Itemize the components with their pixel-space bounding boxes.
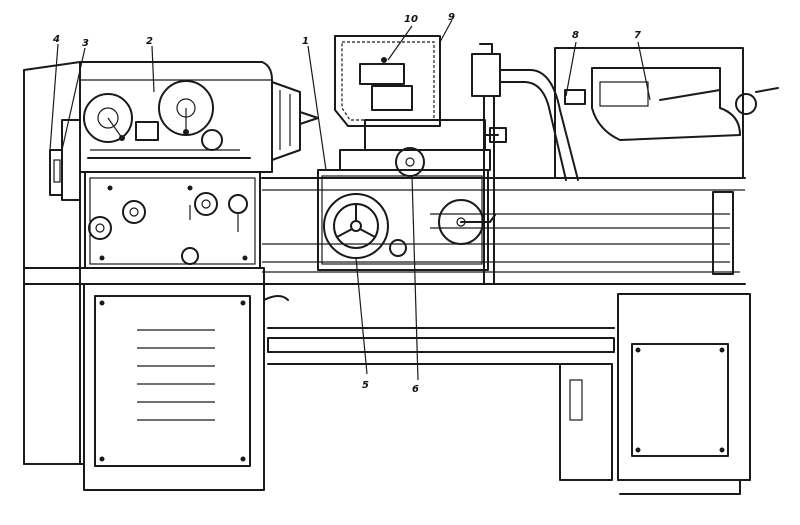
callout-3: 3 bbox=[82, 38, 89, 49]
callout-8: 8 bbox=[572, 30, 579, 41]
callout-10: 10 bbox=[404, 14, 418, 25]
tool-guard bbox=[334, 35, 441, 127]
callout-6: 6 bbox=[412, 384, 419, 395]
spindle-chuck bbox=[271, 81, 319, 161]
callout-7: 7 bbox=[634, 30, 641, 41]
callouts: 1 2 3 4 5 6 7 8 9 10 bbox=[52, 12, 641, 395]
callout-9: 9 bbox=[448, 12, 455, 23]
leader-lines bbox=[49, 19, 651, 381]
headstock bbox=[79, 61, 273, 173]
tailstock bbox=[554, 47, 779, 179]
left-cabinet bbox=[83, 283, 289, 491]
motor-left bbox=[49, 119, 81, 201]
right-cabinet bbox=[559, 293, 751, 495]
feed-gearbox bbox=[84, 171, 261, 269]
apron bbox=[317, 169, 496, 271]
leadscrew bbox=[267, 327, 615, 365]
cross-slide bbox=[339, 119, 507, 177]
coolant-column bbox=[471, 43, 579, 285]
callout-4: 4 bbox=[52, 34, 60, 45]
callout-2: 2 bbox=[146, 36, 153, 47]
callout-1: 1 bbox=[302, 36, 309, 47]
callout-5: 5 bbox=[362, 380, 369, 391]
